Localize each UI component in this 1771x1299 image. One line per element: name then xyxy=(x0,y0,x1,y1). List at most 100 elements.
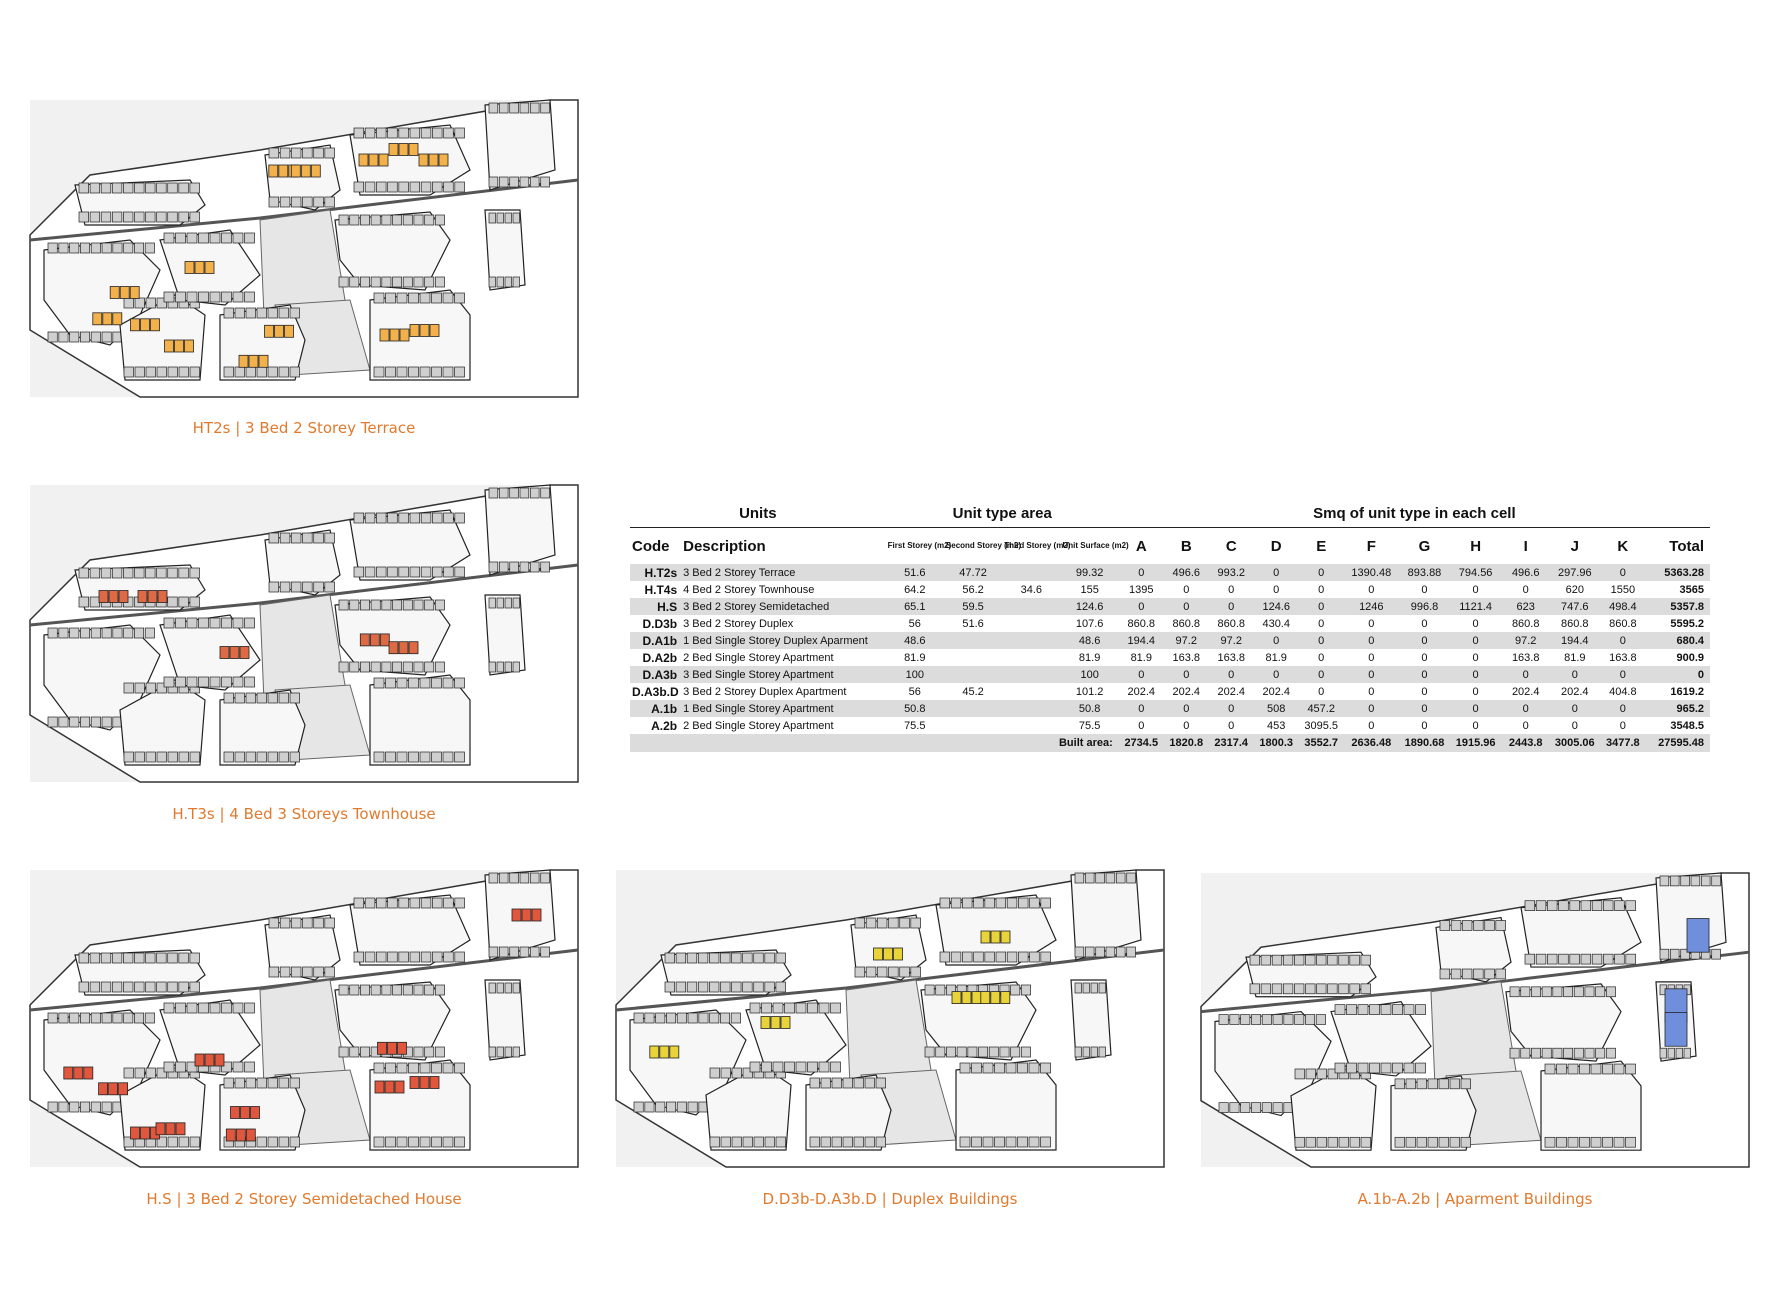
house-unit xyxy=(995,951,1007,963)
highlighted-unit xyxy=(770,1016,781,1029)
house-unit xyxy=(1535,953,1547,965)
house-unit xyxy=(946,984,956,996)
house-unit xyxy=(1531,986,1541,998)
house-unit xyxy=(504,276,512,288)
house-unit xyxy=(134,567,145,579)
house-unit xyxy=(1346,1062,1357,1074)
house-unit xyxy=(223,751,234,763)
house-unit xyxy=(1669,875,1680,887)
house-unit xyxy=(1427,1136,1438,1148)
house-unit xyxy=(454,181,465,193)
house-unit xyxy=(290,581,302,593)
house-unit xyxy=(387,951,398,963)
house-unit xyxy=(89,981,101,993)
house-unit xyxy=(123,211,134,223)
house-unit xyxy=(223,307,234,319)
house-unit xyxy=(1625,900,1636,911)
cell-area: 496.6 xyxy=(1163,564,1209,581)
house-unit xyxy=(698,1012,709,1024)
house-unit xyxy=(278,1077,289,1089)
row-total: 965.2 xyxy=(1646,700,1710,717)
col-header-cell-b: B xyxy=(1163,527,1209,564)
house-unit xyxy=(431,1136,442,1148)
house-unit xyxy=(1602,1063,1613,1075)
house-unit xyxy=(772,1002,784,1014)
house-unit xyxy=(78,596,89,608)
cell-area: 860.8 xyxy=(1609,617,1637,630)
house-unit xyxy=(279,147,291,159)
building-block xyxy=(1505,983,1622,1062)
highlighted-unit xyxy=(873,947,883,961)
house-unit xyxy=(360,276,370,288)
house-unit xyxy=(268,917,280,929)
house-unit xyxy=(69,1101,80,1113)
main-road xyxy=(29,178,579,242)
house-unit xyxy=(1010,1046,1021,1058)
house-unit xyxy=(434,1046,445,1058)
house-unit xyxy=(720,1067,731,1079)
house-unit xyxy=(376,566,387,578)
house-unit xyxy=(775,981,786,993)
house-unit xyxy=(807,1002,818,1014)
house-unit xyxy=(58,627,69,639)
house-unit xyxy=(402,214,413,226)
unit-code: D.A3b xyxy=(630,666,682,683)
house-unit xyxy=(167,366,178,378)
house-unit xyxy=(402,599,413,611)
house-unit xyxy=(279,196,291,208)
house-unit xyxy=(69,242,80,254)
highlighted-unit xyxy=(108,1082,118,1096)
house-unit xyxy=(256,307,267,319)
house-unit xyxy=(89,182,101,194)
house-unit xyxy=(364,127,376,139)
highlighted-unit xyxy=(184,261,195,274)
house-unit xyxy=(1416,1136,1427,1148)
building-block xyxy=(219,689,306,766)
house-unit xyxy=(488,946,499,958)
house-unit xyxy=(1272,1014,1283,1025)
built-area-cell: 1800.3 xyxy=(1253,734,1299,752)
house-unit xyxy=(1613,1063,1625,1075)
house-unit xyxy=(289,1136,300,1148)
third-storey-area xyxy=(1002,683,1060,700)
cell-area: 0 xyxy=(1298,632,1344,649)
unit-code: A.2b xyxy=(651,718,678,733)
highlighted-unit xyxy=(73,1066,84,1080)
house-unit xyxy=(442,1062,454,1074)
unit-area-table: Units Unit type area Smq of unit type in… xyxy=(630,499,1710,752)
row-total: 5357.8 xyxy=(1646,598,1710,615)
third-storey-area xyxy=(1002,564,1061,581)
house-unit xyxy=(209,1002,221,1014)
house-unit xyxy=(1595,986,1606,998)
house-unit xyxy=(156,952,167,964)
house-unit xyxy=(373,366,385,378)
highlighted-unit xyxy=(258,354,269,368)
house-unit xyxy=(1439,920,1451,931)
house-unit xyxy=(753,1136,764,1148)
house-unit xyxy=(123,981,134,993)
house-unit xyxy=(731,952,742,964)
unit-code: D.D3b xyxy=(642,616,678,631)
house-unit xyxy=(413,599,424,611)
house-unit xyxy=(488,982,496,994)
house-unit xyxy=(1240,1014,1251,1025)
highlighted-unit xyxy=(398,143,409,156)
house-unit xyxy=(950,951,962,963)
house-unit xyxy=(973,897,984,909)
house-unit xyxy=(720,952,731,964)
house-unit xyxy=(888,917,899,929)
house-unit xyxy=(1360,1136,1371,1148)
house-unit xyxy=(962,897,973,909)
cell-area: 0 xyxy=(1253,666,1299,683)
cell-area: 202.4 xyxy=(1561,685,1589,698)
house-unit xyxy=(512,661,520,673)
house-unit xyxy=(1082,982,1090,994)
house-unit xyxy=(687,1012,698,1024)
house-unit xyxy=(818,1002,830,1014)
house-unit xyxy=(1405,1136,1416,1148)
house-unit xyxy=(1369,1062,1380,1074)
house-unit xyxy=(134,751,145,763)
house-unit xyxy=(1544,1136,1556,1148)
house-unit xyxy=(413,984,424,996)
house-unit xyxy=(1573,986,1584,998)
